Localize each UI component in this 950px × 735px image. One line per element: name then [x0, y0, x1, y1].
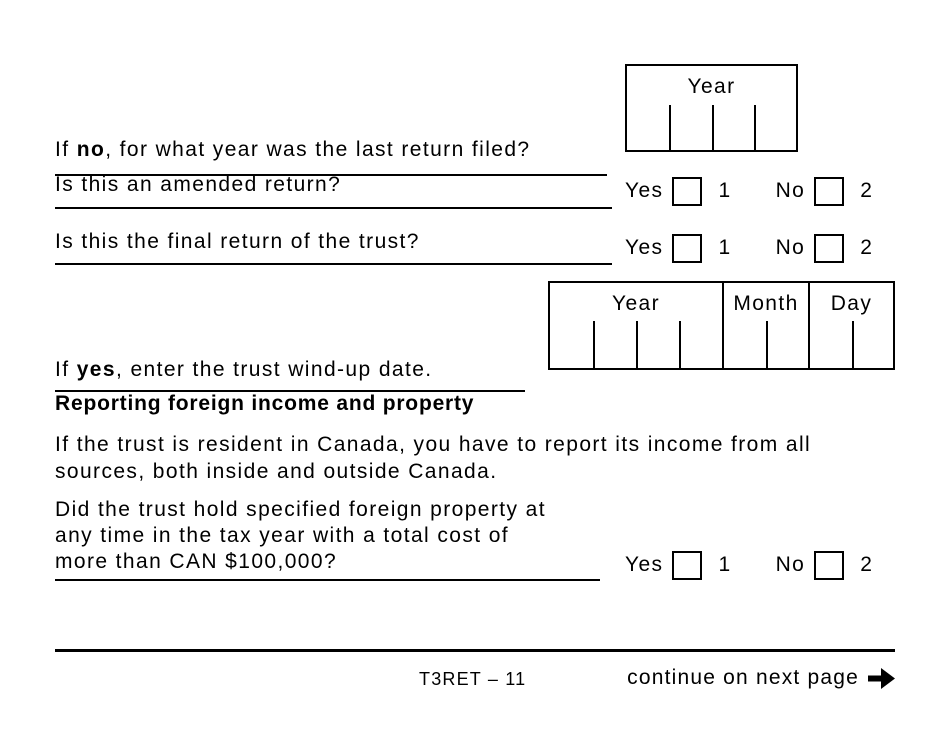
yes-code: 1	[718, 553, 732, 576]
yes-code: 1	[718, 179, 732, 202]
final-return-no-checkbox[interactable]	[814, 233, 845, 263]
footer-divider	[55, 649, 895, 652]
no-label: No	[775, 236, 806, 259]
last-return-year-field[interactable]: Year	[625, 64, 798, 152]
question-foreign-property: Did the trust hold specified foreign pro…	[55, 497, 600, 581]
yes-code: 1	[718, 236, 732, 259]
date-month-label: Month	[733, 292, 799, 315]
digit-divider	[753, 105, 756, 150]
amended-return-no-checkbox[interactable]	[814, 176, 845, 206]
question-text: , for what year was the last return file…	[105, 138, 531, 161]
continue-note: continue on next page	[627, 666, 895, 690]
yes-label: Yes	[625, 553, 664, 576]
question-bold-word: yes	[76, 358, 116, 381]
section-body: If the trust is resident in Canada, you …	[55, 433, 812, 483]
windup-month-cell[interactable]: Month	[722, 283, 808, 368]
question-windup-date: If yes, enter the trust wind-up date.	[55, 331, 525, 392]
no-code: 2	[860, 553, 874, 576]
foreign-property-no-checkbox[interactable]	[814, 550, 845, 580]
digit-divider	[679, 321, 681, 368]
question-text: , enter the trust wind-up date.	[115, 358, 433, 381]
question-text: If	[55, 138, 77, 161]
digit-divider	[636, 321, 638, 368]
yes-label: Yes	[625, 179, 664, 202]
windup-day-cell[interactable]: Day	[808, 283, 893, 368]
section-heading: Reporting foreign income and property	[55, 392, 475, 415]
digit-divider	[851, 321, 854, 368]
no-label: No	[775, 179, 806, 202]
amended-return-yesno-row: Yes 1 No 2	[625, 176, 873, 206]
digit-divider	[669, 105, 672, 150]
form-code: T3RET – 11	[419, 669, 527, 689]
windup-year-cell[interactable]: Year	[550, 283, 722, 368]
question-text: If	[55, 358, 77, 381]
windup-date-field[interactable]: Year Month Day	[548, 281, 895, 370]
no-code: 2	[860, 236, 874, 259]
no-label: No	[775, 553, 806, 576]
amended-return-yes-checkbox[interactable]	[672, 176, 703, 206]
no-code: 2	[860, 179, 874, 202]
digit-divider	[711, 105, 714, 150]
question-final-return: Is this the final return of the trust?	[55, 229, 612, 265]
final-return-yesno-row: Yes 1 No 2	[625, 233, 873, 263]
digit-divider	[766, 321, 768, 368]
question-last-return-year: If no, for what year was the last return…	[55, 111, 607, 176]
foreign-property-yes-checkbox[interactable]	[672, 550, 703, 580]
question-amended-return: Is this an amended return?	[55, 172, 612, 209]
date-year-label: Year	[611, 292, 661, 315]
final-return-yes-checkbox[interactable]	[672, 233, 703, 263]
digit-divider	[593, 321, 595, 368]
question-bold-word: no	[76, 138, 106, 161]
foreign-property-yesno-row: Yes 1 No 2	[625, 550, 873, 580]
year-field-label: Year	[687, 75, 736, 98]
continue-text: continue on next page	[627, 666, 859, 689]
yes-label: Yes	[625, 236, 664, 259]
date-day-label: Day	[830, 292, 873, 315]
next-page-arrow-icon	[868, 667, 895, 689]
